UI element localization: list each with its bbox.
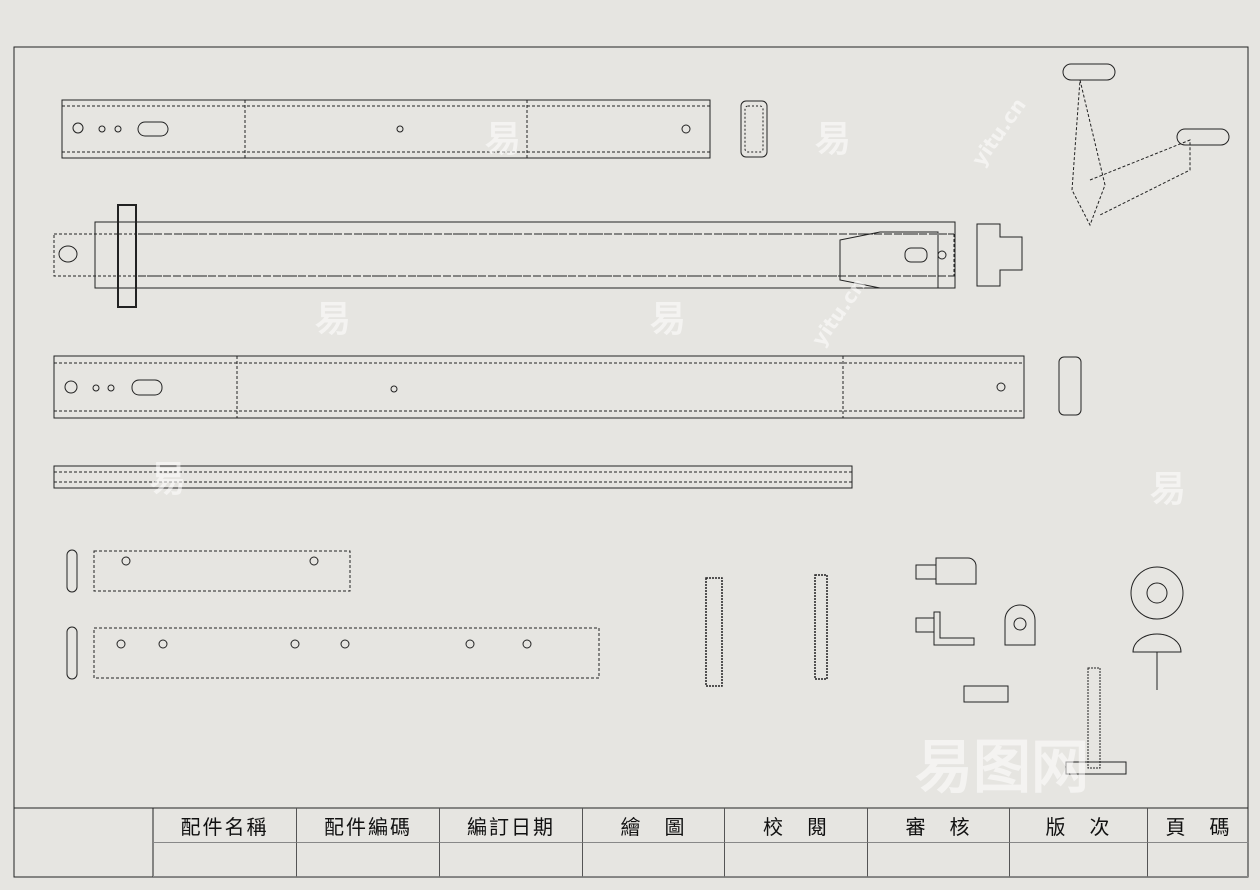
value-part-code bbox=[297, 843, 440, 877]
ball-cage-long bbox=[66, 626, 600, 680]
threaded-rod-2 bbox=[814, 574, 828, 680]
hinge-bracket bbox=[1062, 63, 1230, 227]
drawing-border bbox=[13, 46, 1249, 878]
slide-rail-inner-top-view bbox=[53, 355, 1082, 419]
header-page-number: 頁 碼 bbox=[1148, 808, 1249, 843]
value-part-name bbox=[153, 843, 297, 877]
value-page-number bbox=[1148, 843, 1249, 877]
header-part-code: 配件編碼 bbox=[297, 808, 440, 843]
value-revision-date bbox=[440, 843, 583, 877]
value-version bbox=[1010, 843, 1148, 877]
value-drawn-by bbox=[583, 843, 725, 877]
small-fittings bbox=[915, 557, 1184, 775]
header-checked-by: 校 閱 bbox=[725, 808, 868, 843]
header-approved-by: 審 核 bbox=[868, 808, 1010, 843]
title-block: 配件名稱 配件編碼 編訂日期 繪 圖 校 閱 審 核 版 次 頁 碼 bbox=[153, 808, 1249, 877]
ball-bearing-strip bbox=[53, 465, 853, 489]
rail-profile-section bbox=[740, 100, 768, 158]
header-revision-date: 編訂日期 bbox=[440, 808, 583, 843]
value-approved-by bbox=[868, 843, 1010, 877]
value-checked-by bbox=[725, 843, 868, 877]
header-drawn-by: 繪 圖 bbox=[583, 808, 725, 843]
slide-rail-outer-top-view bbox=[61, 99, 711, 159]
ball-cage-short bbox=[66, 549, 351, 593]
header-part-name: 配件名稱 bbox=[153, 808, 297, 843]
slide-rail-assembly bbox=[53, 204, 1023, 308]
threaded-rod-1 bbox=[705, 577, 723, 687]
header-version: 版 次 bbox=[1010, 808, 1148, 843]
